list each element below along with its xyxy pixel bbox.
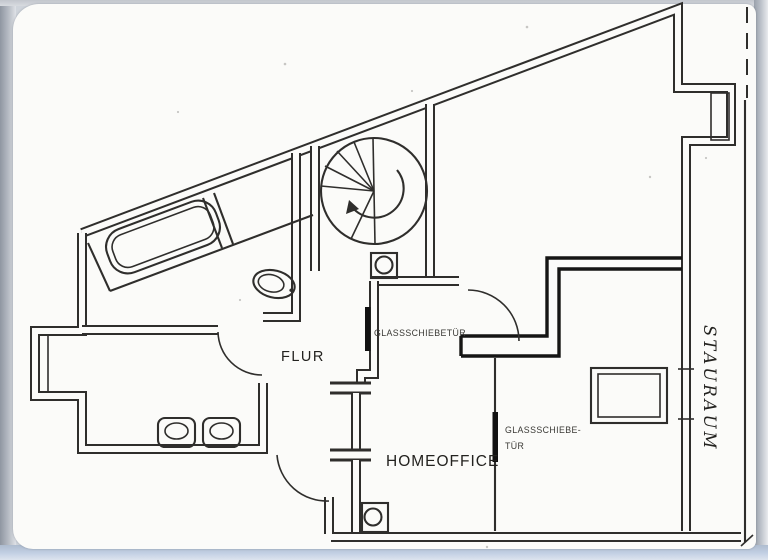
glass-door-label-right-line2: TÜR xyxy=(505,441,524,451)
paper-specks xyxy=(176,25,708,549)
stair-direction-arrow xyxy=(351,169,405,219)
room-label-homeoffice: HOMEOFFICE xyxy=(386,453,499,470)
sink-icons xyxy=(156,416,242,449)
outer-walls xyxy=(30,1,754,547)
photo-frame-top xyxy=(0,0,768,6)
spiral-staircase-icon xyxy=(319,136,429,246)
skylight-rect xyxy=(589,366,669,425)
entry-column xyxy=(360,501,390,534)
dormer-window-pane xyxy=(710,92,730,141)
windows xyxy=(47,92,730,393)
glass-door-panel-right xyxy=(492,412,498,462)
glass-door-label-top: GLASSSCHIEBETÜR xyxy=(374,328,466,338)
bath-niche xyxy=(87,192,314,292)
door-arc xyxy=(467,289,520,342)
glass-door-panel-top xyxy=(365,307,371,351)
room-label-stauraum: STAURAUM xyxy=(700,325,719,451)
photo-frame-right xyxy=(754,0,768,560)
bathtub-icon xyxy=(105,199,221,275)
glass-sliding-door-panels xyxy=(365,307,498,462)
sink-icon xyxy=(201,416,242,449)
sink-icon xyxy=(156,416,197,449)
page-corner-mark xyxy=(740,534,754,547)
door-arcs xyxy=(217,289,520,502)
reinforced-wall xyxy=(459,256,682,358)
stair-column xyxy=(369,251,399,280)
door-arc xyxy=(217,331,263,376)
glass-door-label-right-line1: GLASSSCHIEBE- xyxy=(505,425,581,435)
toilet-icon xyxy=(252,268,296,300)
photo-frame-left xyxy=(0,0,16,560)
interior-walls xyxy=(82,104,694,534)
door-arc xyxy=(276,454,330,502)
arrowhead xyxy=(346,200,359,214)
room-label-flur: FLUR xyxy=(281,349,325,365)
